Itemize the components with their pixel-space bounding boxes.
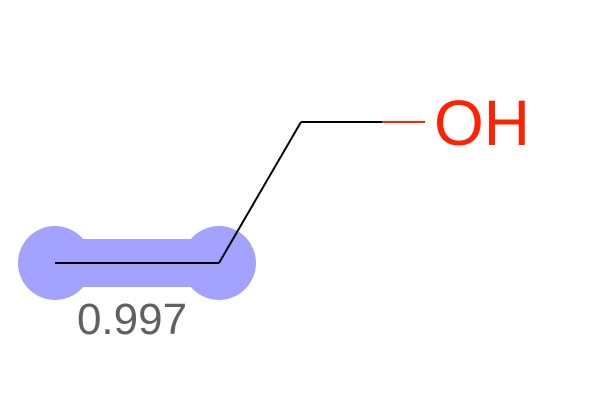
highlight-score-label: 0.997 <box>77 295 187 344</box>
bond-layer <box>55 121 425 264</box>
atom-label-o1: OH <box>434 87 530 159</box>
label-layer: OH 0.997 <box>77 87 530 344</box>
bond-1 <box>218 121 302 264</box>
